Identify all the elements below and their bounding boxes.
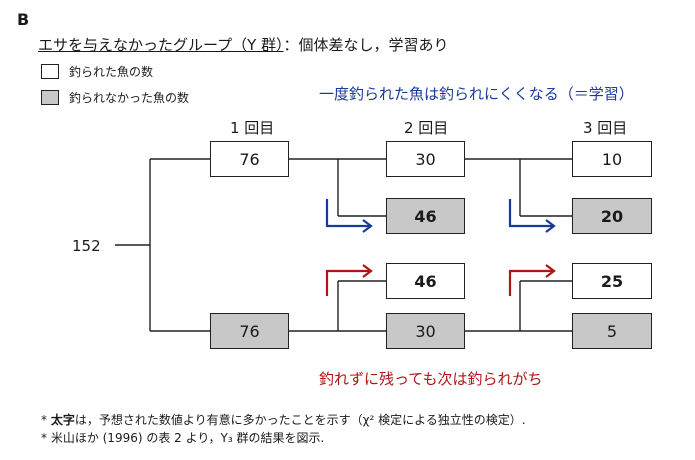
footnote-1-bold: 太字 [50, 413, 75, 427]
red-arrow-round-3 [508, 264, 556, 296]
blue-arrow-round-3 [508, 199, 556, 233]
figure-title: エサを与えなかったグループ（Y 群）：個体差なし，学習あり [38, 34, 449, 55]
round-2-bottom-caught-box: 46 [386, 263, 465, 299]
round-2-top-not-caught-box: 46 [386, 198, 465, 234]
tree-connectors [115, 158, 572, 332]
legend-gray-swatch [41, 90, 59, 105]
group-name: エサを与えなかったグループ（Y 群） [38, 36, 284, 54]
round-2-top-caught-box: 30 [386, 141, 465, 177]
round-1-not-caught-box: 76 [210, 313, 289, 349]
footnote-1: * 太字は，予想された数値より有意に多かったことを示す（χ² 検定による独立性の… [41, 411, 526, 428]
footnote-1-prefix: * [41, 413, 51, 427]
panel-letter: B [17, 10, 30, 29]
legend-not-caught: 釣られなかった魚の数 [41, 89, 189, 106]
learning-arrows [325, 199, 556, 296]
footnote-1-text: は，予想された数値より有意に多かったことを示す（χ² 検定による独立性の検定）. [74, 413, 526, 427]
legend-caught: 釣られた魚の数 [41, 63, 153, 80]
legend-caught-label: 釣られた魚の数 [69, 65, 154, 79]
round-1-caught-box: 76 [210, 141, 289, 177]
start-count: 152 [72, 237, 101, 255]
footnote-2: * 米山ほか (1996) の表 2 より，Y₃ 群の結果を図示. [41, 431, 325, 445]
round-2-label: 2 回目 [404, 119, 449, 137]
round-3-label: 3 回目 [583, 119, 628, 137]
round-3-top-not-caught-box: 20 [572, 198, 652, 234]
group-description: ：個体差なし，学習あり [283, 36, 449, 54]
red-arrow-round-2 [325, 264, 373, 296]
round-3-bottom-not-caught-box: 5 [572, 313, 652, 349]
round-3-top-caught-box: 10 [572, 141, 652, 177]
round-3-bottom-caught-box: 25 [572, 263, 652, 299]
round-1-label: 1 回目 [230, 119, 275, 137]
learning-annotation: 一度釣られた魚は釣られにくくなる（＝学習） [319, 85, 634, 103]
stay-annotation: 釣れずに残っても次は釣られがち [319, 370, 543, 388]
round-2-bottom-not-caught-box: 30 [386, 313, 465, 349]
legend-not-caught-label: 釣られなかった魚の数 [69, 91, 190, 105]
legend-white-swatch [41, 64, 59, 79]
blue-arrow-round-2 [325, 199, 373, 233]
